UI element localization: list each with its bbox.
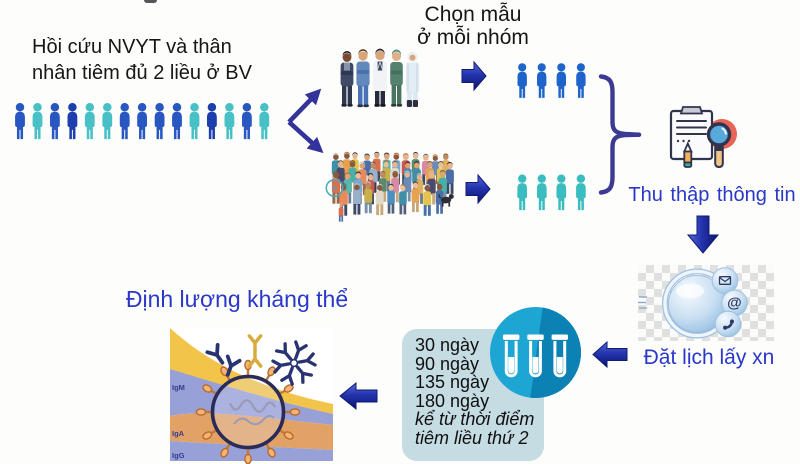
virus-rna [228,399,276,413]
timepoint-note-line: kể từ thời điểm [415,409,535,429]
timepoint-note-line: tiêm liều thứ 2 [415,427,529,448]
community-crowd-illustration [325,151,454,222]
iga-label: IgA [172,429,185,438]
person-icon [102,102,113,140]
cohort-people-row [15,102,270,140]
medical-worker-figure [340,51,354,107]
person-icon [154,102,165,140]
selection-caption-line2: ở mỗi nhóm [417,26,529,49]
sample-group-hcw [517,63,586,98]
person-icon [15,102,25,140]
person-icon [537,63,547,98]
test-tube [503,334,520,378]
igm-label: IgM [172,383,185,392]
timepoint-line: 90 ngày [415,353,480,374]
antibody-curve-band [170,328,333,414]
clipboard-magnifier-icon [669,106,737,168]
contact-sphere-icon: @ [638,267,748,339]
medical-worker-figure [372,48,388,107]
medical-worker-figure [356,49,370,108]
timepoint-line: 30 ngày [415,335,480,355]
cohort-headline-line1: Hồi cứu NVYT và thân [32,36,232,58]
igg-label: IgG [172,451,185,460]
selection-caption-line1: Chọn mẫu [424,3,522,26]
crowd-figures [325,151,454,222]
person-icon [84,102,95,140]
person-icon [536,174,547,211]
igg-band [170,441,333,461]
down-arrow [686,215,720,254]
virus-rna [233,414,275,426]
person-icon [517,174,528,211]
iga-band [170,413,333,450]
test-tube [551,334,568,378]
medical-team-illustration [340,48,420,108]
test-tube [527,334,544,378]
collect-info-caption: Thu thập thông tin [628,184,796,206]
person-icon [189,102,200,140]
split-arrows [287,88,324,154]
timepoints-box: 30 ngày 90 ngày 135 ngày 180 ngày kể từ … [402,329,544,461]
timepoint-line: 135 ngày [415,372,490,392]
sample-arrow-community [465,173,491,205]
person-icon [556,63,566,98]
person-icon [32,102,43,140]
phone-bubble [714,310,742,338]
virus-particle [195,359,301,464]
person-icon [576,174,586,211]
person-icon [50,102,60,140]
antibody-response-illustration: IgM IgA IgG [170,328,333,464]
arrow-to-antibody [339,381,378,411]
person-icon [224,102,235,140]
person-icon [517,63,527,98]
person-icon [67,102,78,140]
email-bubble [711,267,739,294]
person-icon [119,102,130,140]
test-tubes-icon [490,307,581,398]
person-icon [172,102,182,140]
selection-caption: Chọn mẫu ở mỗi nhóm [405,3,541,49]
cropped-title-fragment [144,0,157,3]
schedule-test-caption: Đặt lịch lấy xn [643,346,775,369]
person-icon [242,102,252,140]
svg-text:@: @ [727,295,742,312]
antibody-glyphs [205,334,317,386]
quantify-antibody-caption: Định lượng kháng thể [125,286,349,312]
medical-worker-figure [405,51,420,107]
sample-arrow-hcw [461,60,487,92]
person-icon [576,63,586,98]
cohort-headline-line2: nhân tiêm đủ 2 liều ở BV [32,62,252,84]
sample-group-community [517,174,586,211]
person-icon [556,174,567,211]
medical-worker-figure [390,49,403,107]
cohort-headline: Hồi cứu NVYT và thân nhân tiêm đủ 2 liều… [32,34,272,86]
person-icon [207,102,217,140]
person-icon [259,102,270,140]
arrow-to-tubes [592,340,628,369]
person-icon [137,102,147,140]
timepoint-line: 180 ngày [415,390,490,411]
virus-membrane [210,374,286,450]
